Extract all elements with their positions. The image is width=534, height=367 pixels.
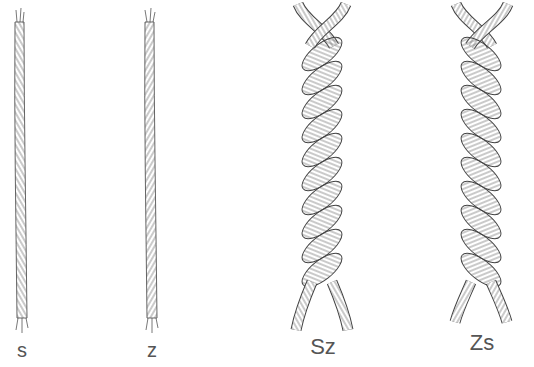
z-yarn — [145, 8, 158, 333]
s-yarn — [15, 8, 28, 333]
zs-plied-yarn — [455, 4, 508, 322]
twist-label: z — [147, 340, 157, 360]
twist-label: s — [17, 340, 27, 360]
twist-label: Zs — [470, 332, 494, 354]
sz-plied-yarn — [296, 4, 348, 330]
twist-label: Sz — [310, 336, 336, 358]
